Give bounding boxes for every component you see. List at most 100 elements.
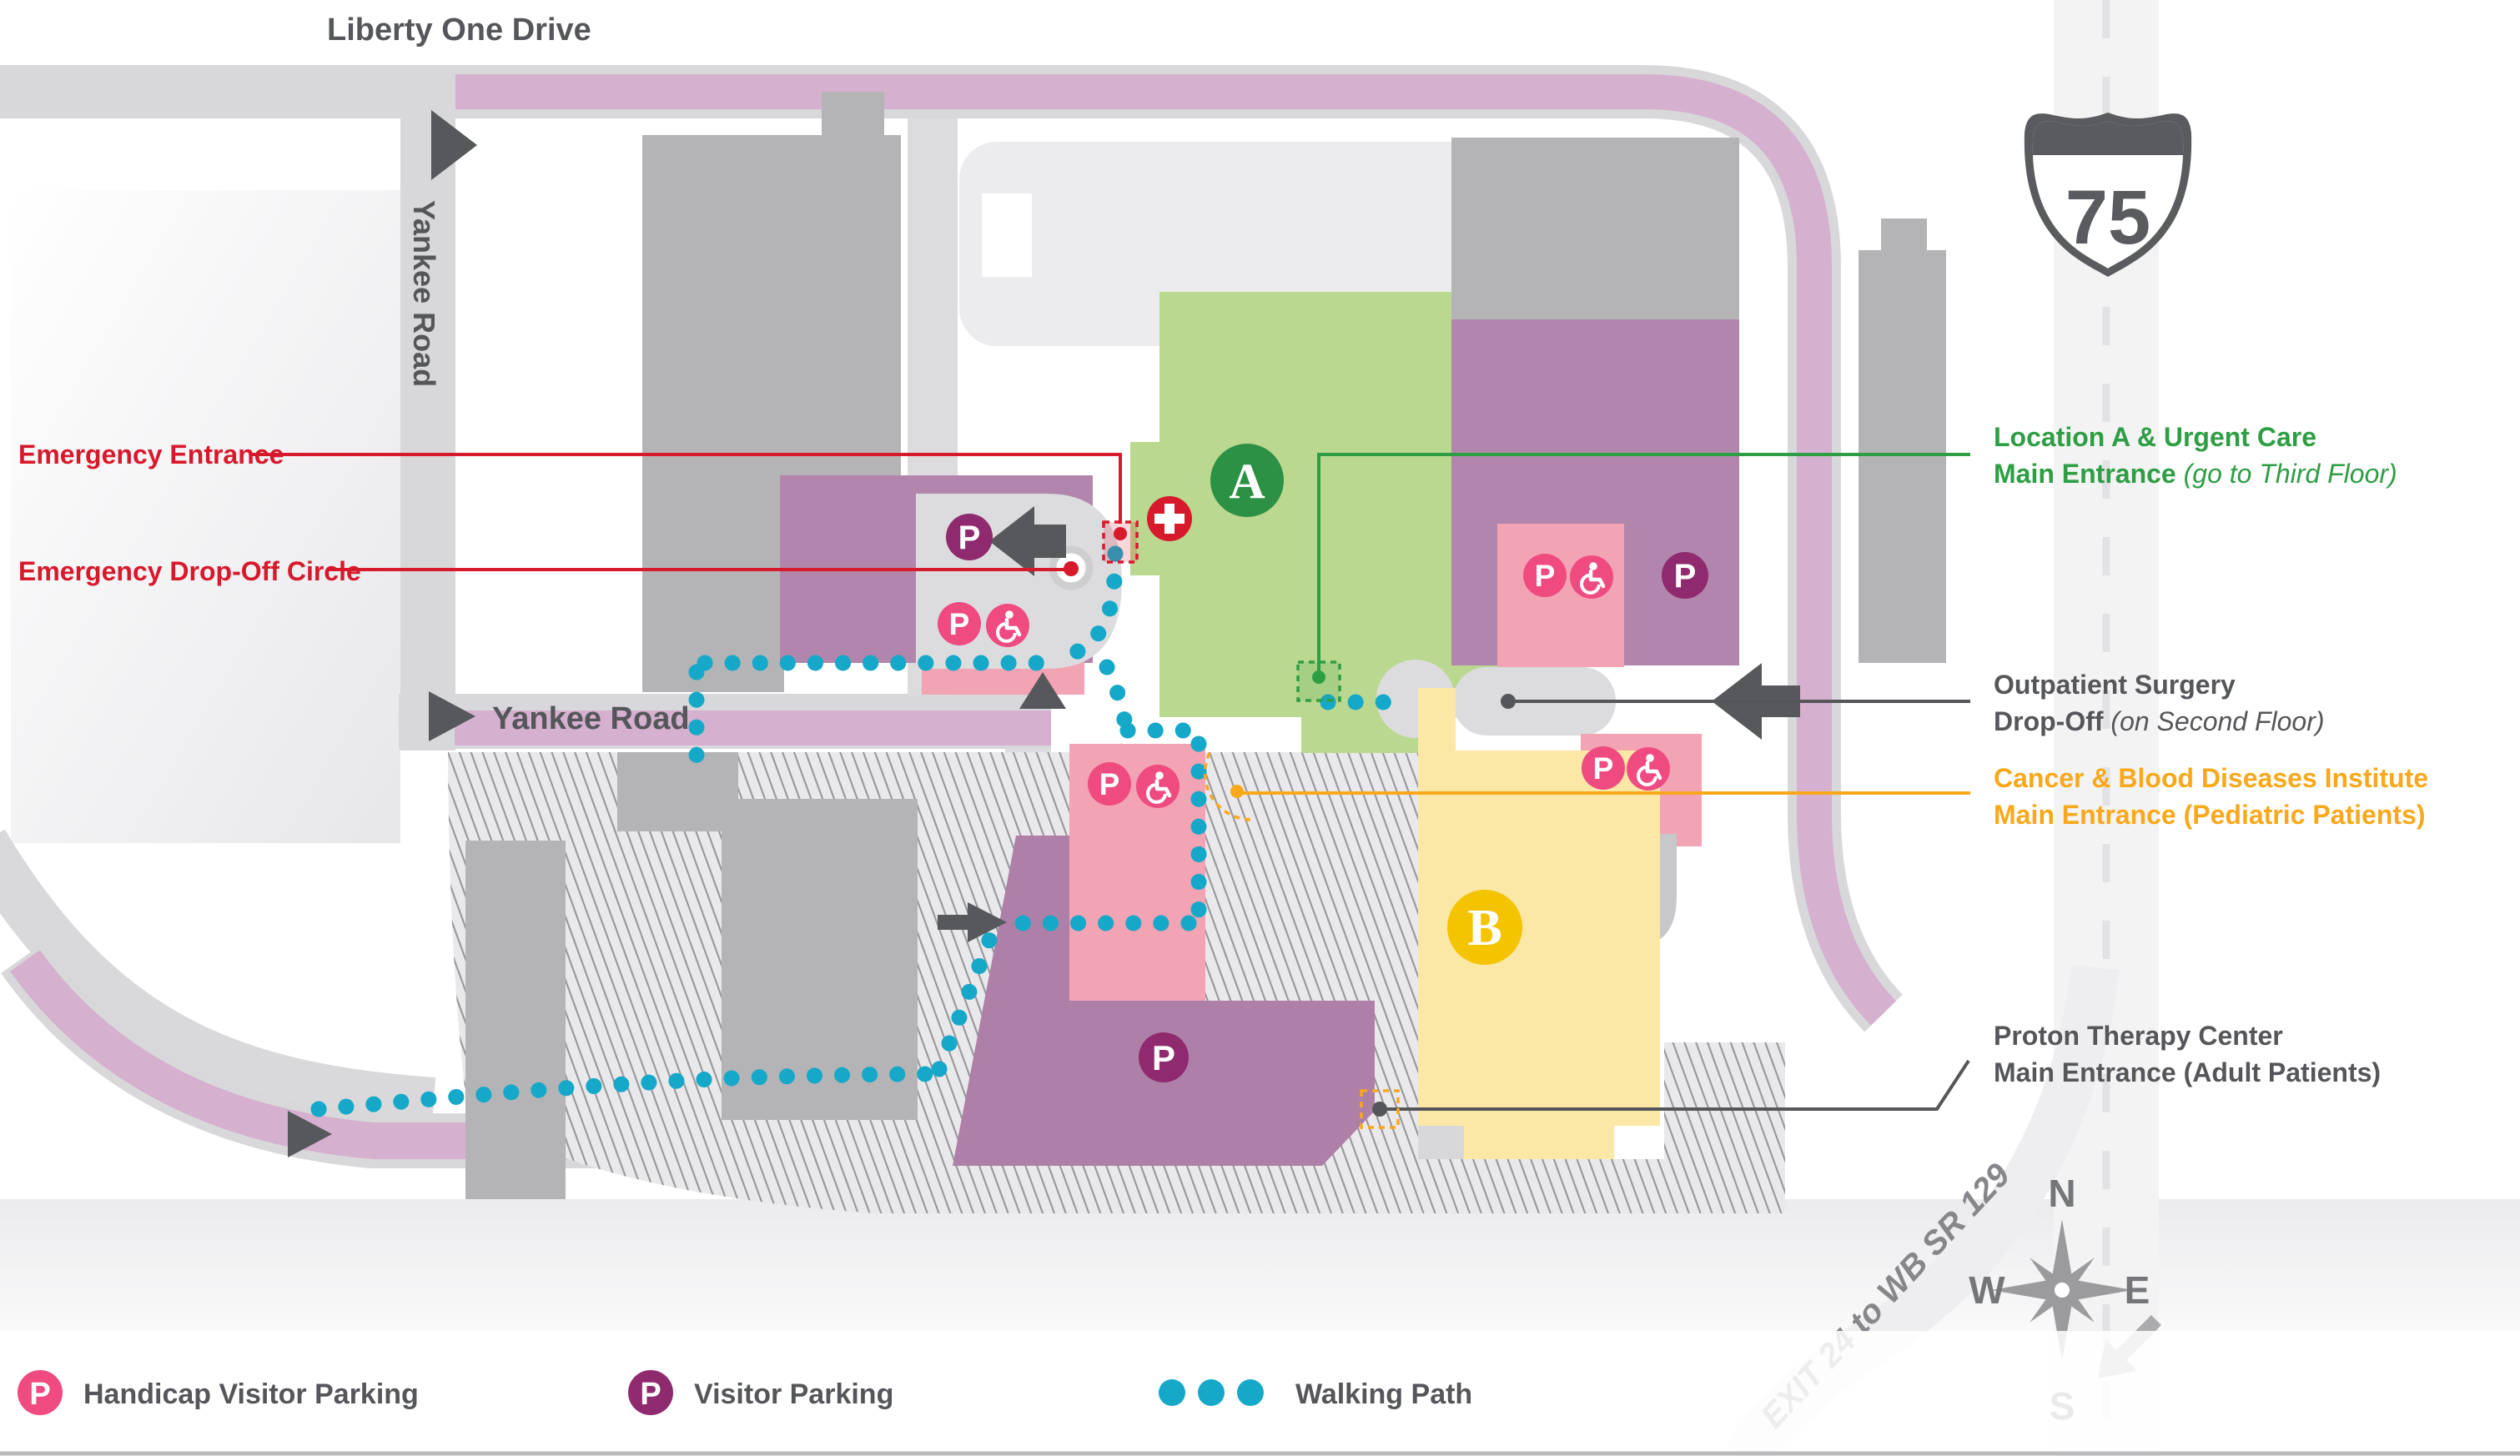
outpatient-label-line2: Drop-Off (on Second Floor) xyxy=(1994,706,2325,736)
handicap-parking-icon: P xyxy=(1523,554,1567,597)
shield-inner xyxy=(2032,121,2184,269)
p-label: P xyxy=(1593,751,1614,786)
leader-emergency-entrance xyxy=(250,453,1122,524)
location-a-entrance-dot xyxy=(1312,670,1325,684)
direction-arrows xyxy=(288,110,1800,1157)
compass-w: W xyxy=(1969,1268,2005,1312)
legend-visitor-label: Visitor Parking xyxy=(694,1378,893,1410)
location-a-line2-italic: (go to Third Floor) xyxy=(2184,459,2397,489)
p-label: P xyxy=(958,520,981,556)
callout-labels: Emergency Entrance Emergency Drop-Off Ci… xyxy=(18,422,2428,1087)
building-east xyxy=(1859,250,1946,663)
cross-bar-h xyxy=(1154,514,1185,524)
location-a-label-line2: Main Entrance (go to Third Floor) xyxy=(1994,459,2397,489)
yankee-road-horizontal-label: Yankee Road xyxy=(492,701,690,736)
wheelchair-icon xyxy=(986,604,1029,647)
building-a-badge xyxy=(1210,444,1284,517)
legend-handicap-label: Handicap Visitor Parking xyxy=(83,1378,419,1410)
visitor-parking-icon: P xyxy=(946,514,993,560)
wheelchair-icon xyxy=(1627,747,1670,791)
walking-path-segment xyxy=(310,1066,941,1117)
visitor-parking-icon: P xyxy=(1662,552,1708,599)
road-labels: Liberty One Drive Yankee Road Yankee Roa… xyxy=(327,13,690,736)
p-label: P xyxy=(1674,558,1697,595)
legend-visitor-p: P xyxy=(640,1377,661,1412)
proton-entrance-marker xyxy=(1360,1089,1400,1129)
legend-walking-label: Walking Path xyxy=(1295,1378,1472,1410)
legend: P Handicap Visitor Parking P Visitor Par… xyxy=(0,1331,2520,1456)
cancer-label-line2: Main Entrance (Pediatric Patients) xyxy=(1994,800,2425,830)
building-b xyxy=(1418,688,1660,1159)
pediatric-entrance-dot xyxy=(1230,785,1244,798)
building-b-badge xyxy=(1447,890,1522,965)
yankee-road-vertical xyxy=(400,65,455,751)
visitor-parking-icon: P xyxy=(1139,1032,1189,1082)
handicap-parking-icon: P xyxy=(1088,762,1131,806)
legend-handicap-p: P xyxy=(29,1377,50,1412)
pediatric-entrance-arc xyxy=(1203,752,1254,821)
callout-leaders xyxy=(250,453,1970,1129)
wheelchair-icon xyxy=(1570,555,1613,599)
walking-path-segment xyxy=(1044,545,1124,670)
arrow-east-liberty xyxy=(431,110,477,180)
west-parking-field xyxy=(11,190,400,843)
legend-visitor-item: P Visitor Parking xyxy=(628,1370,893,1415)
building-east-tab xyxy=(1881,218,1927,256)
building-pad-notch xyxy=(982,193,1032,277)
arrow-east-south-road xyxy=(288,1111,332,1157)
proton-entrance-dot xyxy=(1372,1102,1387,1117)
leader-location-a xyxy=(1317,453,1970,672)
legend-handicap-icon xyxy=(18,1370,63,1415)
interstate-75-number: 75 xyxy=(2065,175,2150,260)
legend-walking-dot xyxy=(1237,1379,1264,1406)
buildings xyxy=(465,92,1946,1199)
building-sw2 xyxy=(722,799,918,1120)
handicap-parking-icon: P xyxy=(938,602,981,645)
liberty-one-drive-label: Liberty One Drive xyxy=(327,13,591,48)
building-a-label: A xyxy=(1229,454,1265,509)
location-a-line2-bold: Main Entrance xyxy=(1994,459,2184,489)
parking-icons: P P P P P P P xyxy=(938,514,1708,1082)
p-label: P xyxy=(949,607,970,641)
building-sw2-stem xyxy=(617,752,738,831)
emergency-entrance-label: Emergency Entrance xyxy=(18,439,284,469)
legend-walking-dot xyxy=(1159,1379,1185,1406)
legend-walking-item: Walking Path xyxy=(1159,1378,1472,1410)
hatch-area-east xyxy=(1664,1042,1785,1209)
handicap-parking-icon: P xyxy=(1582,746,1625,790)
building-b-label: B xyxy=(1467,900,1501,956)
arrow-north-campus xyxy=(1019,672,1066,709)
arrow-east-yankee xyxy=(429,691,475,741)
emergency-dropoff-dot xyxy=(1064,561,1079,576)
arrow-west-emergency xyxy=(989,506,1066,576)
compass-star xyxy=(1991,1219,2133,1361)
leader-proton xyxy=(1380,1059,1970,1111)
emergency-dropoff-label: Emergency Drop-Off Circle xyxy=(18,556,361,586)
garage-building xyxy=(1451,138,1739,319)
proton-label-line2: Main Entrance (Adult Patients) xyxy=(1994,1057,2381,1087)
compass-e: E xyxy=(2125,1268,2150,1312)
garage-handicap-area xyxy=(1497,524,1624,667)
legend-visitor-icon xyxy=(628,1370,673,1415)
wheelchair-icon xyxy=(1136,765,1180,808)
yankee-road-pink xyxy=(455,710,1051,746)
outpatient-label-line1: Outpatient Surgery xyxy=(1994,670,2236,700)
legend-handicap-item: P Handicap Visitor Parking xyxy=(18,1370,419,1415)
building-nw-tab xyxy=(822,92,884,142)
walking-path-segment xyxy=(931,919,1003,1077)
outer-loop-road xyxy=(0,829,436,1127)
p-label: P xyxy=(1152,1038,1175,1077)
walking-path-segment xyxy=(1099,659,1134,736)
proton-label-line1: Proton Therapy Center xyxy=(1994,1021,2283,1051)
outpatient-line2-bold: Drop-Off xyxy=(1994,706,2110,736)
walking-paths xyxy=(310,545,1397,1117)
cancer-label-line1: Cancer & Blood Diseases Institute xyxy=(1994,763,2428,793)
yankee-road-vertical-label: Yankee Road xyxy=(407,200,441,387)
building-badges: A B xyxy=(1147,444,1522,965)
interstate-75-shield: 75 xyxy=(2024,113,2192,277)
shield-band xyxy=(2032,121,2184,155)
p-label: P xyxy=(1099,767,1120,801)
liberty-one-drive-west xyxy=(0,65,467,118)
compass-n: N xyxy=(2048,1172,2075,1215)
